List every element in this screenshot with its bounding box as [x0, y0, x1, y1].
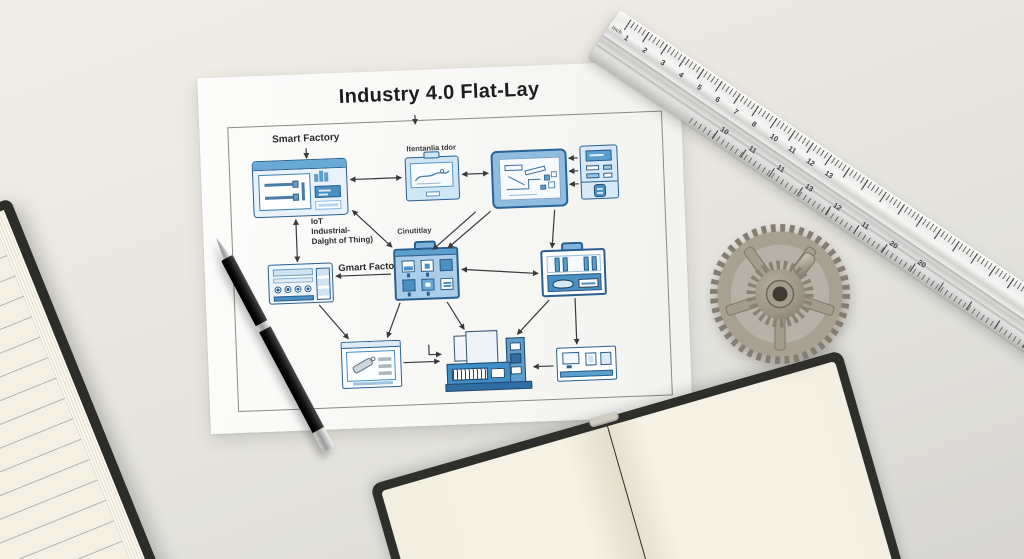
- pen-end-cap: [312, 426, 335, 453]
- sketch-monitor: [340, 339, 403, 390]
- metal-gear: [710, 224, 850, 364]
- schematic-sketch: [504, 164, 557, 197]
- ruler-number: 3: [658, 57, 668, 68]
- notebook-ruled-pages: [0, 215, 186, 559]
- gear-center-hole: [772, 286, 788, 302]
- ruler-number: 2: [640, 45, 650, 56]
- tablet-device: [404, 151, 461, 202]
- lined-notebook: [0, 197, 213, 559]
- diagram-arrows: [293, 115, 580, 370]
- tablet-screen: [409, 161, 454, 189]
- sketch-squiggle: [414, 168, 450, 185]
- small-gear-teeth: [746, 260, 814, 328]
- gear-teeth: [710, 224, 850, 364]
- pen-sketch: [352, 356, 392, 376]
- ruler-unit-label: inch: [610, 24, 623, 37]
- monitor-display: [345, 349, 397, 382]
- monitor-display: [498, 156, 562, 201]
- ruler-number: 4: [677, 69, 686, 80]
- ruler-number: 7: [731, 106, 741, 117]
- ruler-number: 5: [695, 82, 704, 93]
- ruler-number: 1: [622, 33, 631, 43]
- ruler-number: 6: [713, 94, 723, 105]
- diagram-paper: Industry 4.0 Flat-Lay Smart Factory Iten…: [197, 59, 693, 435]
- monitor-screen: [490, 148, 569, 210]
- ruler-number: 8: [750, 119, 759, 129]
